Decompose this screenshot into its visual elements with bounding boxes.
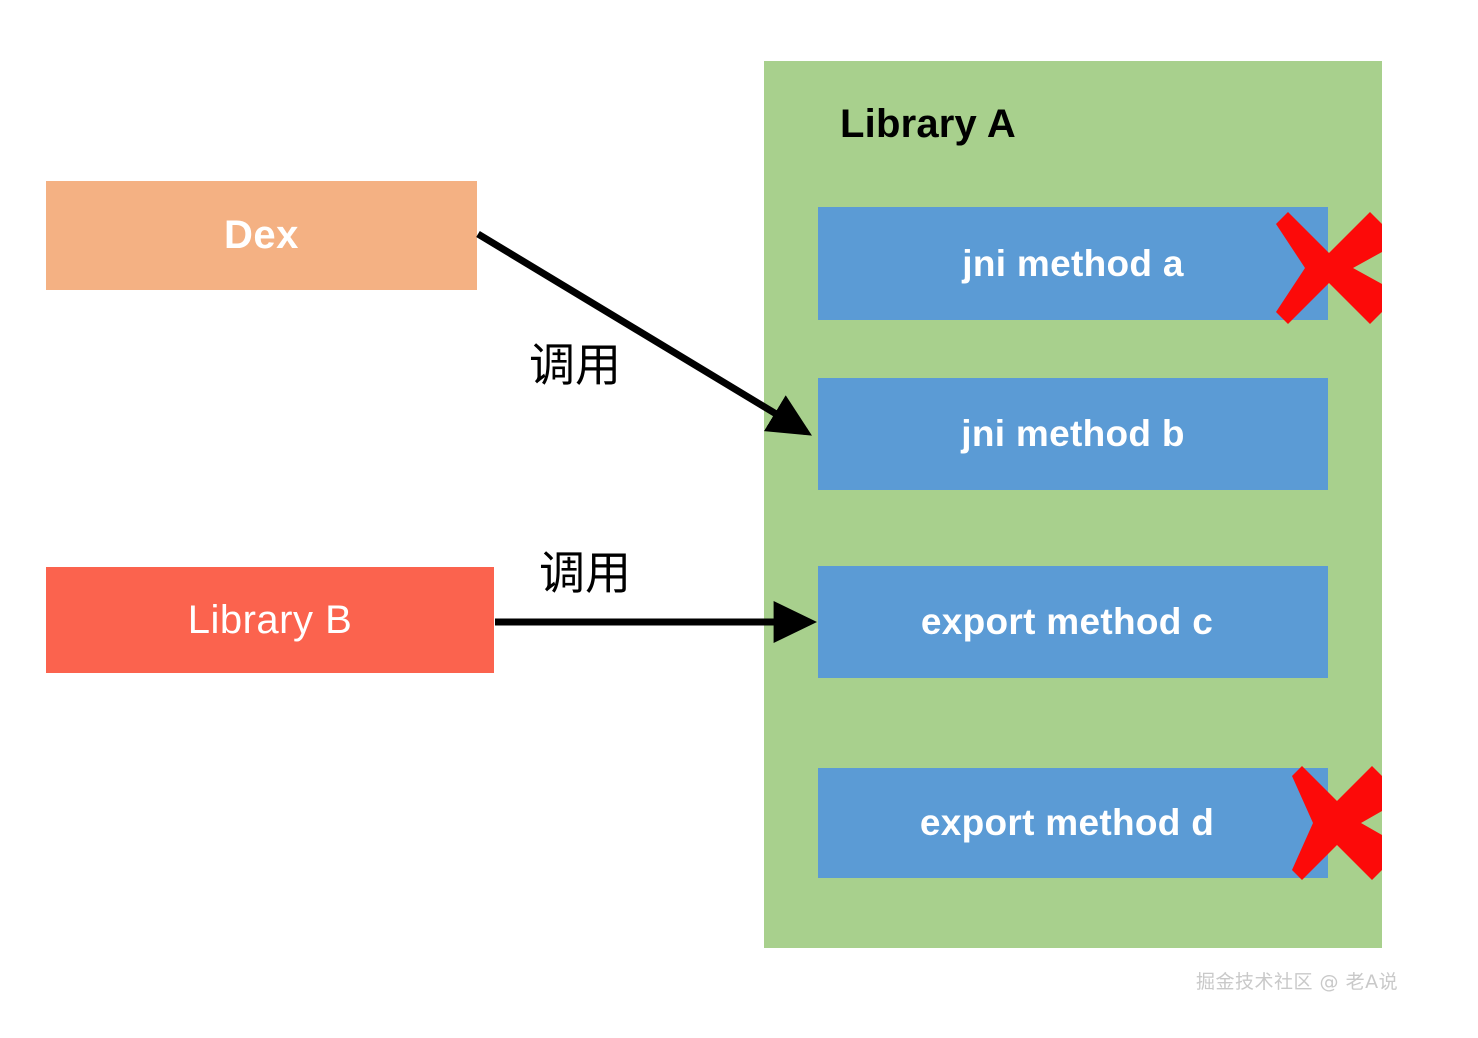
dex-label: Dex [224,213,299,257]
method-box-export-method-c[interactable]: export method c [818,566,1328,678]
method-label: jni method a [962,242,1184,284]
method-label: export method c [920,601,1214,642]
method-box-export-method-d[interactable]: export method d [818,768,1328,878]
watermark-text: 掘金技术社区 @ 老A说 [1196,971,1399,993]
arrow-dex-to-jni-method-b [476,231,812,436]
method-box-jni-method-a[interactable]: jni method a [818,207,1328,320]
method-box-jni-method-b[interactable]: jni method b [818,378,1328,490]
method-label: jni method b [961,413,1185,454]
library-b-label: Library B [187,597,353,642]
arrow-label-call-library-b: 调用 [539,546,631,600]
arrow-label-call-dex: 调用 [529,338,621,392]
dex-box[interactable]: Dex [46,181,477,290]
library-a-title: Library A [840,102,1016,146]
library-b-box[interactable]: Library B [46,567,494,673]
method-label: export method d [919,802,1215,843]
